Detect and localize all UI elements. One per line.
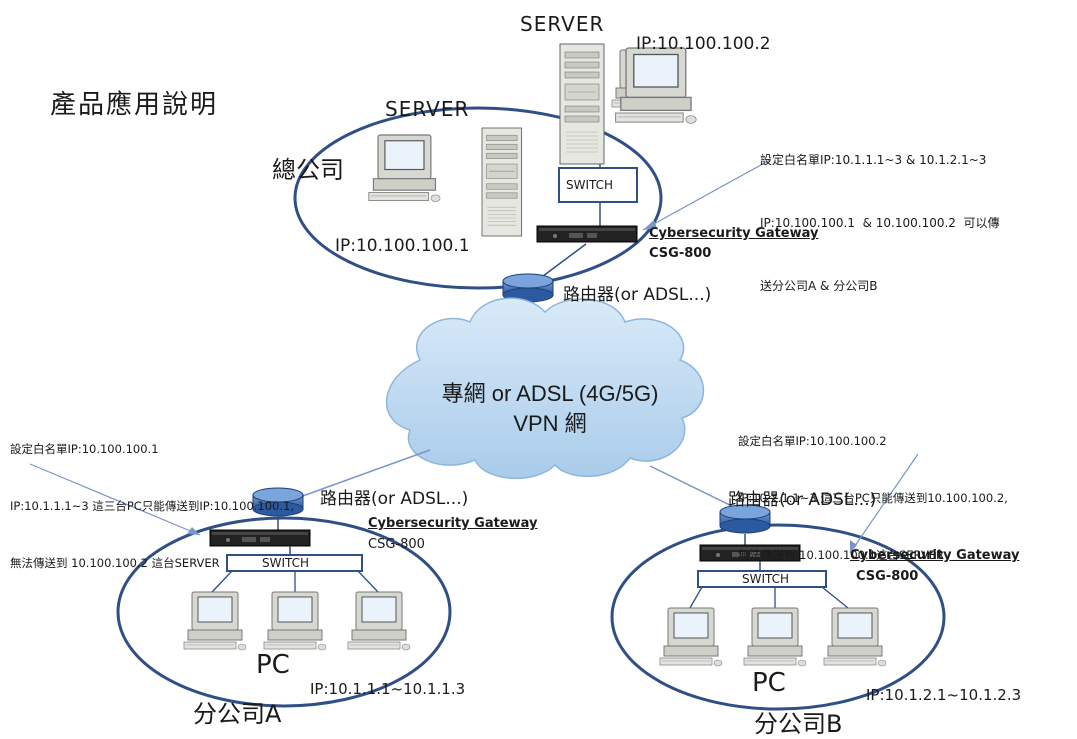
hq-network-ellipse xyxy=(293,106,663,290)
hq-server-top-ip: IP:10.100.100.2 xyxy=(636,34,771,54)
branch-b-note-line-1: 設定白名單IP:10.100.100.2 xyxy=(738,434,887,448)
hq-gateway-model: CSG-800 xyxy=(649,246,712,261)
hq-note-line-1: 設定白名單IP:10.1.1.1~3 & 10.1.2.1~3 xyxy=(760,153,987,167)
branch-a-gateway-model: CSG-800 xyxy=(368,537,425,552)
hq-server-left-ip: IP:10.100.100.1 xyxy=(335,236,470,256)
branch-b-note-line-3: 無法傳送到 10.100.100.1這台SERVER xyxy=(738,548,945,562)
branch-b-pc-1 xyxy=(659,607,723,667)
hq-server-left-pc xyxy=(368,134,441,203)
branch-a-pc-label: PC xyxy=(256,650,290,680)
hq-gateway-device xyxy=(536,225,638,243)
branch-b-gateway-name: Cybersecurity Gateway xyxy=(850,548,1020,563)
branch-a-pc-2 xyxy=(263,591,327,651)
hq-server-left-tower xyxy=(481,127,523,237)
branch-a-pc-3 xyxy=(347,591,411,651)
hq-server-top-pc xyxy=(614,47,697,125)
branch-a-note-line-3: 無法傳送到 10.100.100.2 這台SERVER xyxy=(10,556,220,570)
hq-note-line-3: 送分公司A & 分公司B xyxy=(760,279,878,293)
branch-b-gateway-model: CSG-800 xyxy=(856,569,919,584)
hq-switch-box xyxy=(558,167,638,203)
hq-server-top-tower xyxy=(559,43,605,165)
hq-office-name: 總公司 xyxy=(272,156,344,184)
vpn-cloud xyxy=(385,297,705,480)
branch-a-network-ellipse xyxy=(116,516,452,708)
cloud-label-line-1: 專網 or ADSL (4G/5G) xyxy=(441,381,659,406)
branch-b-network-ellipse xyxy=(610,523,946,711)
hq-gateway-name: Cybersecurity Gateway xyxy=(649,226,819,241)
branch-b-note-line-2: IP:10.2.1.1~3 這三台PC只能傳送到10.100.100.2, xyxy=(738,491,1008,505)
branch-b-switch-box xyxy=(697,570,827,588)
hq-server-left-label: SERVER xyxy=(385,97,470,121)
branch-b-switch-label: SWITCH xyxy=(742,572,790,586)
branch-a-office-name: 分公司A xyxy=(193,700,282,728)
branch-b-pc-3 xyxy=(823,607,887,667)
hq-note-line-2: IP:10.100.100.1 & 10.100.100.2 可以傳 xyxy=(760,216,1000,230)
branch-b-router-label: 路由器(or ADSL...) xyxy=(728,490,877,510)
branch-a-note-line-2: IP:10.1.1.1~3 這三台PC只能傳送到IP:10.100.100.1, xyxy=(10,499,294,513)
branch-b-pc-label: PC xyxy=(752,668,786,698)
branch-a-pc-1 xyxy=(183,591,247,651)
branch-a-ip-range: IP:10.1.1.1~10.1.1.3 xyxy=(310,680,466,698)
hq-server-top-label: SERVER xyxy=(520,12,605,36)
branch-a-gateway-name: Cybersecurity Gateway xyxy=(368,516,538,531)
hq-router-label: 路由器(or ADSL...) xyxy=(563,285,712,305)
page-title: 產品應用說明 xyxy=(50,90,219,120)
hq-whitelist-note: 設定白名單IP:10.1.1.1~3 & 10.1.2.1~3 IP:10.10… xyxy=(760,108,1000,318)
branch-a-switch-label: SWITCH xyxy=(262,556,310,570)
branch-a-note-line-1: 設定白名單IP:10.100.100.1 xyxy=(10,442,159,456)
branch-a-router-label: 路由器(or ADSL...) xyxy=(320,489,469,509)
branch-a-whitelist-note: 設定白名單IP:10.100.100.1 IP:10.1.1.1~3 這三台PC… xyxy=(10,402,294,592)
branch-b-pc-2 xyxy=(743,607,807,667)
hq-switch-label: SWITCH xyxy=(566,178,614,192)
branch-b-ip-range: IP:10.1.2.1~10.1.2.3 xyxy=(866,686,1022,704)
branch-b-whitelist-note: 設定白名單IP:10.100.100.2 IP:10.2.1.1~3 這三台PC… xyxy=(738,394,1008,584)
cloud-label-line-2: VPN 網 xyxy=(513,411,587,436)
branch-b-office-name: 分公司B xyxy=(754,710,843,738)
